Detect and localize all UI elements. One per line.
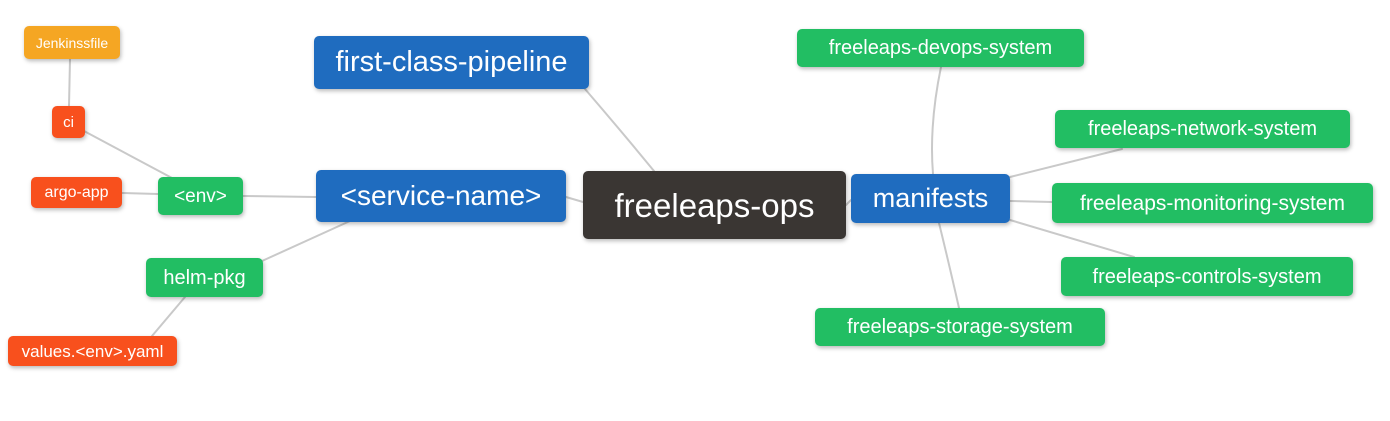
node-freeleaps-controls-system[interactable]: freeleaps-controls-system [1061, 257, 1353, 296]
edge-pipeline-root [584, 88, 655, 172]
edge-servicename-root [565, 196, 584, 203]
edge-valuesyaml-helmpkg [151, 296, 186, 337]
node-helm-pkg[interactable]: helm-pkg [146, 258, 263, 297]
edge-manifests-controls [1009, 219, 1135, 258]
edge-env-servicename [242, 195, 317, 198]
node-freeleaps-monitoring-system[interactable]: freeleaps-monitoring-system [1052, 183, 1373, 223]
node-ci[interactable]: ci [52, 106, 85, 138]
node-argo-app[interactable]: argo-app [31, 177, 122, 208]
node-jenkinsfile[interactable]: Jenkinssfile [24, 26, 120, 59]
node-freeleaps-storage-system[interactable]: freeleaps-storage-system [815, 308, 1105, 346]
node-freeleaps-network-system[interactable]: freeleaps-network-system [1055, 110, 1350, 148]
node-freeleaps-devops-system[interactable]: freeleaps-devops-system [797, 29, 1084, 67]
edge-manifests-storage [938, 222, 960, 309]
edge-manifests-monitoring [1009, 200, 1053, 203]
edge-helmpkg-servicename [261, 220, 351, 262]
edge-manifests-devops [931, 66, 942, 175]
edge-argoapp-env [121, 192, 159, 195]
edge-root-manifests [845, 199, 852, 206]
node-env[interactable]: <env> [158, 177, 243, 215]
node-freeleaps-ops-root[interactable]: freeleaps-ops [583, 171, 846, 239]
node-service-name[interactable]: <service-name> [316, 170, 566, 222]
edge-jenkinsfile-ci [68, 58, 71, 107]
edge-ci-env [83, 130, 173, 179]
node-manifests[interactable]: manifests [851, 174, 1010, 223]
node-first-class-pipeline[interactable]: first-class-pipeline [314, 36, 589, 89]
node-values-env-yaml[interactable]: values.<env>.yaml [8, 336, 177, 366]
edge-manifests-network [1009, 148, 1123, 178]
